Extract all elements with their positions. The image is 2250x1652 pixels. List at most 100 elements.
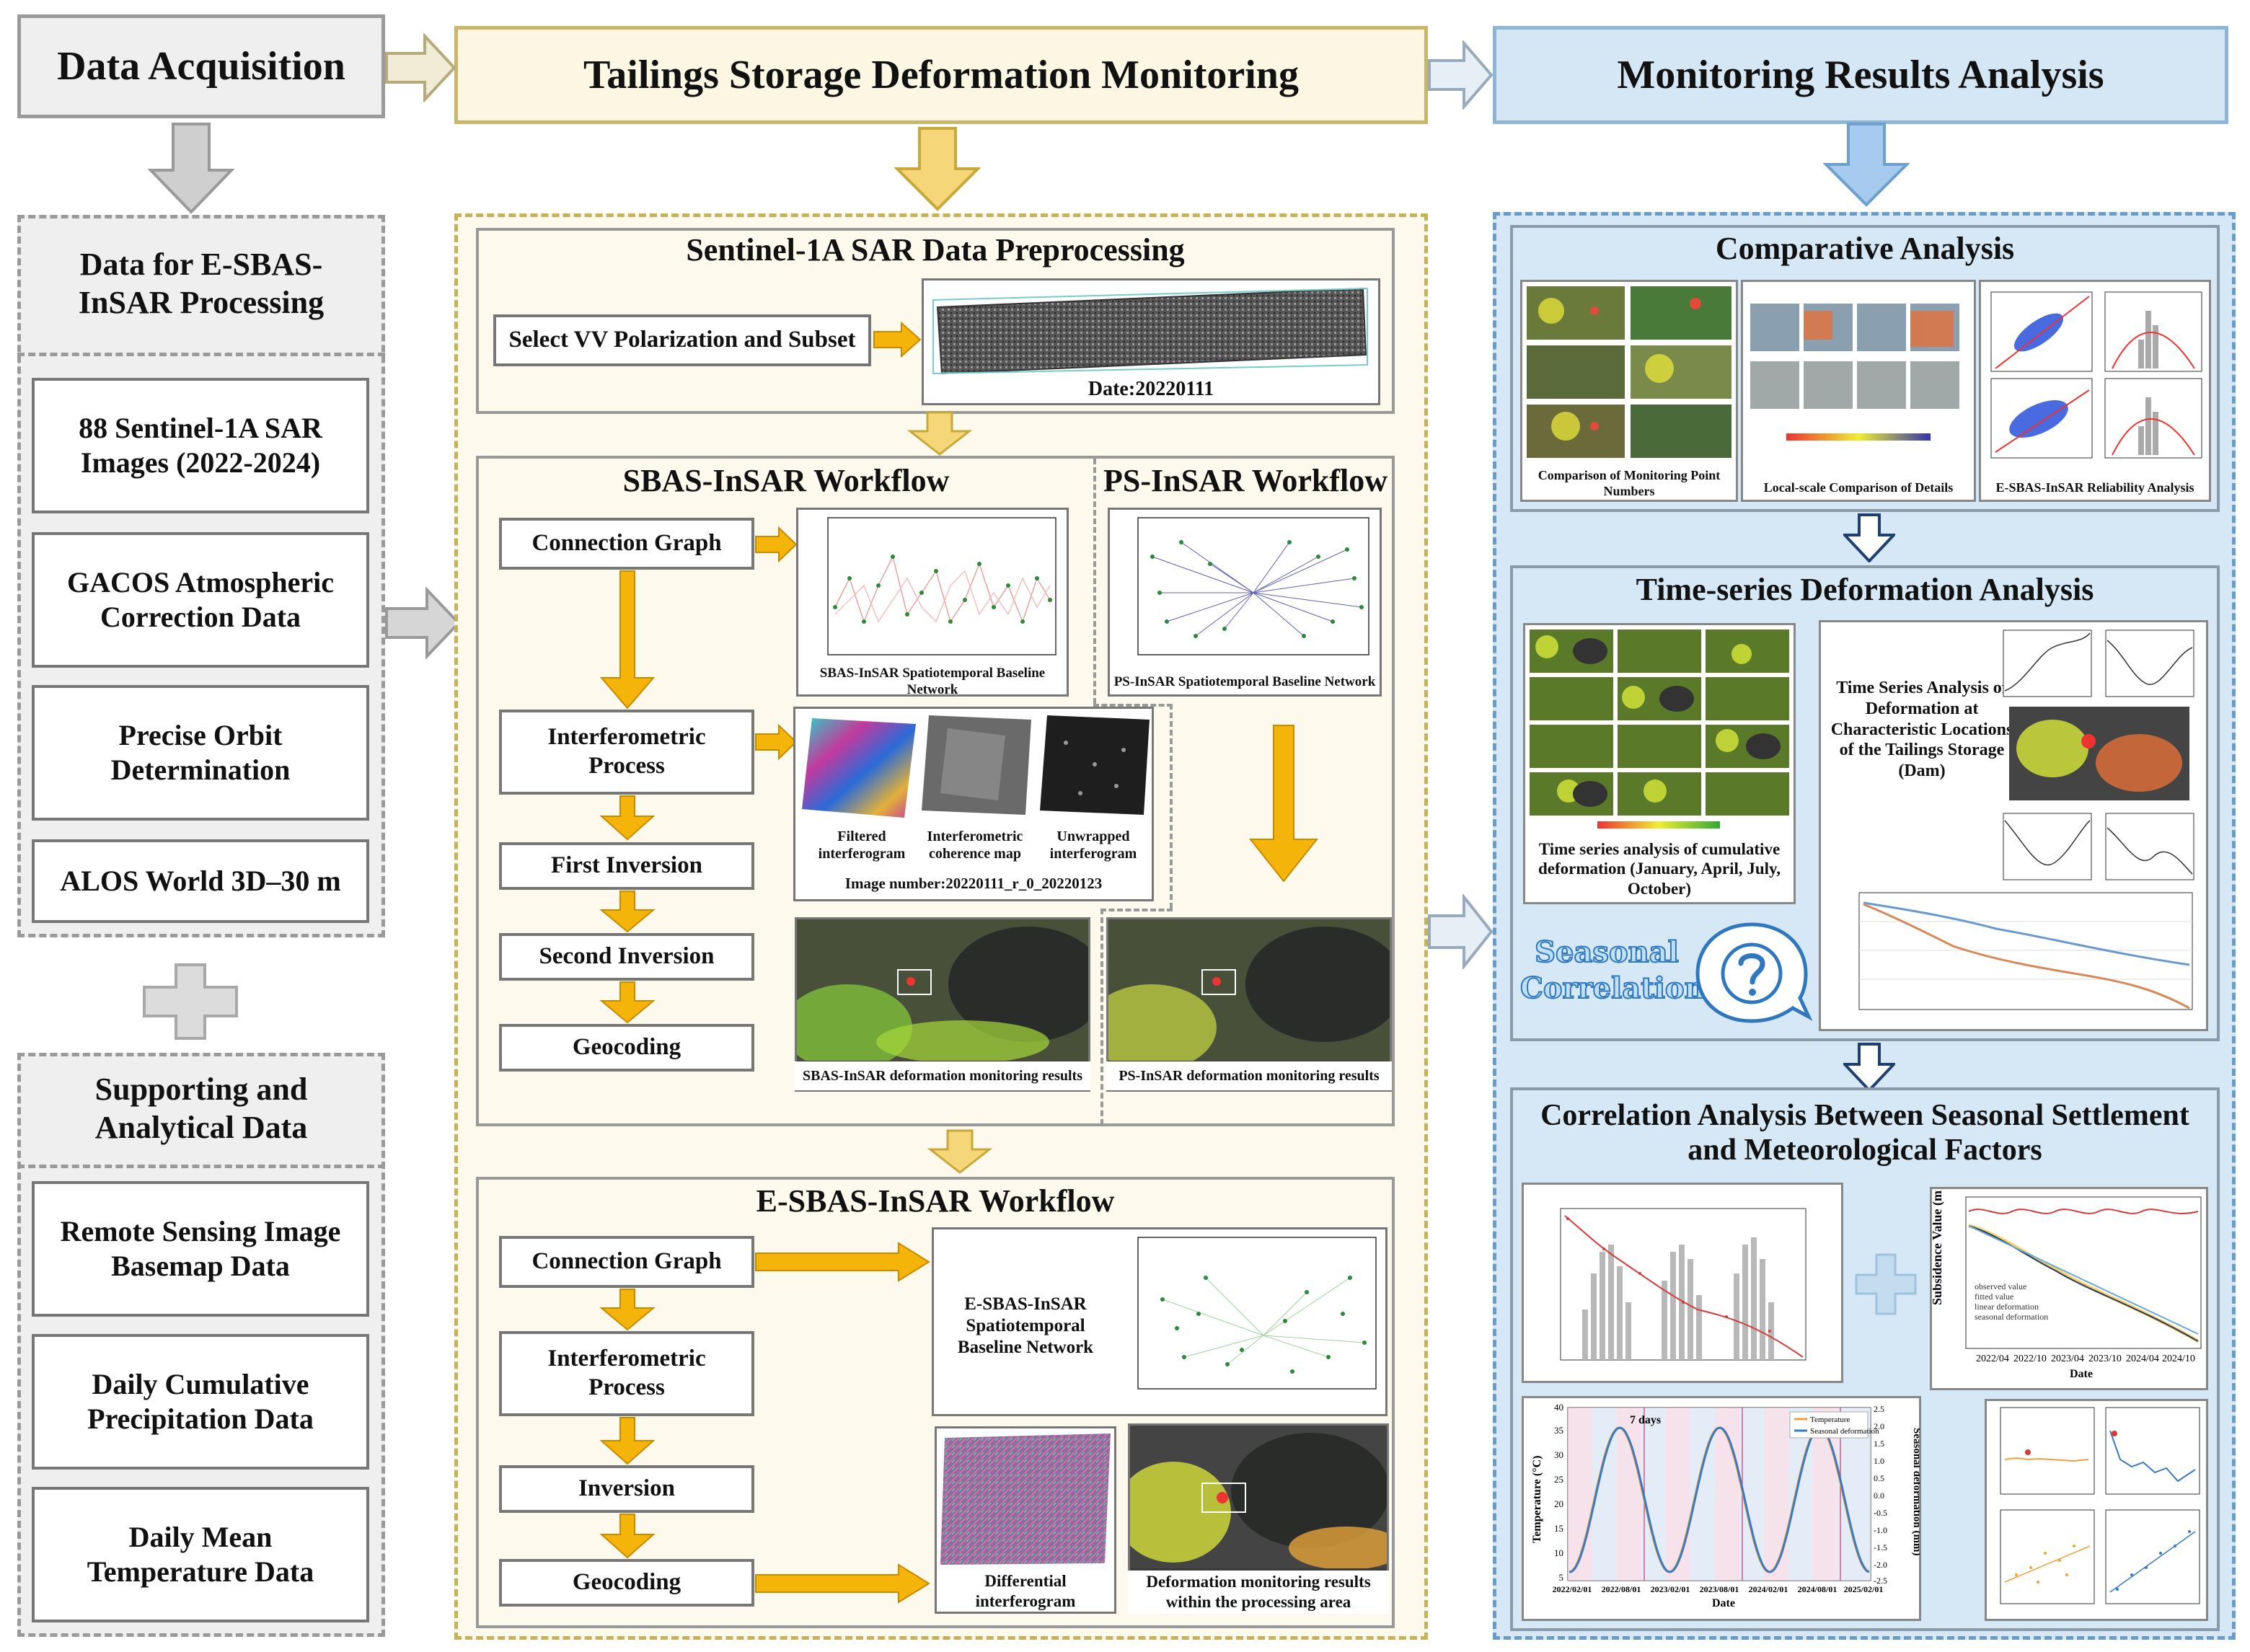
deformation-ytick: 0.5	[1874, 1473, 1884, 1483]
temp-ytick: 20	[1554, 1498, 1563, 1509]
subsidence-fit-plot: Subsidence Value (mm) observed value fit…	[1933, 1190, 2202, 1380]
ps-baseline-caption: PS-InSAR Spatiotemporal Baseline Network	[1113, 673, 1376, 689]
deformation-ytick: -1.0	[1874, 1525, 1887, 1535]
diff-ifg-caption: Differential interferogram	[975, 1572, 1076, 1610]
diff-interferogram-image	[940, 1434, 1111, 1565]
sar-date-caption: Date:20220111	[1088, 378, 1214, 401]
temp-xtick: 2022/02/01	[1553, 1584, 1592, 1594]
characteristic-label: Time Series Analysis of Deformation at C…	[1830, 679, 2013, 781]
comparative-fig-3	[1979, 280, 2211, 502]
sbas-step-label: First Inversion	[551, 852, 702, 879]
question-bubble-icon	[1695, 922, 1813, 1023]
down-arrow-icon	[1248, 725, 1319, 883]
preprocessing-step: Select VV Polarization and Subset	[493, 314, 871, 366]
sbas-step-first-inversion: First Inversion	[499, 842, 754, 890]
down-arrow-icon	[599, 1514, 656, 1559]
esbas-step-label: Geocoding	[572, 1569, 681, 1596]
reliability-plots-image	[1990, 291, 2202, 459]
lag-label: 7 days	[1630, 1414, 1661, 1426]
temp-y2label: Seasonal deformation (mm)	[1911, 1428, 1920, 1555]
data-item-label: Daily Mean Temperature Data	[87, 1521, 314, 1588]
temp-ytick: 15	[1554, 1523, 1563, 1534]
sbas-step-geocoding: Geocoding	[499, 1024, 754, 1072]
sbas-step-label: Second Inversion	[539, 943, 715, 970]
sbas-step-label: Geocoding	[572, 1034, 681, 1061]
subsidence-fit-xtick-4: 2024/04	[2126, 1353, 2159, 1364]
esbas-baseline-label: E-SBAS-InSAR Spatiotemporal Baseline Net…	[957, 1294, 1094, 1357]
subsidence-fit-xtick-5: 2024/10	[2162, 1353, 2195, 1364]
comparative-fig-2	[1741, 280, 1976, 502]
down-arrow-icon	[599, 1289, 656, 1331]
esbas-data-title: Data for E-SBAS-InSAR Processing	[17, 215, 385, 356]
characteristic-plots	[2003, 630, 2194, 880]
temp-ylabel: Temperature (°C)	[1531, 1456, 1543, 1543]
step-arrow-icon	[873, 322, 922, 358]
temp-ytick: 35	[1554, 1425, 1563, 1436]
cumulative-maps-image	[1530, 630, 1789, 829]
subsidence-fit-legend-0: observed value	[1975, 1281, 2026, 1291]
right-arrow-icon	[1428, 894, 1494, 969]
temp-ytick: 40	[1554, 1402, 1563, 1413]
subsidence-fit-legend-3: seasonal deformation	[1975, 1312, 2048, 1322]
step-arrow-icon	[755, 1563, 930, 1604]
subsidence-fit-legend-2: linear deformation	[1975, 1302, 2039, 1312]
ps-baseline-plot	[1137, 517, 1369, 655]
esbas-result-map	[1130, 1426, 1387, 1568]
header-deformation-monitoring: Tailings Storage Deformation Monitoring	[454, 26, 1428, 124]
lag-correlation-plots	[2000, 1407, 2200, 1604]
sbas-step-second-inversion: Second Inversion	[499, 933, 754, 981]
plus-icon	[1855, 1253, 1917, 1315]
ifg-caption-coherence: Interferometric coherence map	[927, 829, 1023, 862]
comparison-maps-image	[1527, 286, 1731, 458]
timeseries-title: Time-series Deformation Analysis	[1636, 571, 2094, 607]
ps-divider	[1093, 704, 1173, 707]
subsidence-fit-legend-1: fitted value	[1975, 1291, 2013, 1302]
deformation-ytick: -2.0	[1874, 1560, 1887, 1570]
data-item-label: GACOS Atmospheric Correction Data	[67, 566, 334, 633]
data-item-temperature: Daily Mean Temperature Data	[32, 1487, 369, 1622]
ifg-caption-unwrapped: Unwrapped interferogram	[1049, 829, 1137, 862]
esbas-step-inversion: Inversion	[499, 1465, 754, 1513]
temp-xtick: 2024/02/01	[1749, 1584, 1788, 1594]
correlation-title: Correlation Analysis Between Seasonal Se…	[1540, 1098, 2189, 1167]
preprocessing-step-label: Select VV Polarization and Subset	[508, 327, 856, 353]
temp-legend-0: Temperature	[1810, 1415, 1850, 1424]
precip-deformation-plot	[1560, 1208, 1806, 1361]
esbas-step-connection-graph: Connection Graph	[499, 1236, 754, 1288]
deformation-ytick: -1.5	[1874, 1542, 1887, 1552]
temp-xtick: 2025/02/01	[1844, 1584, 1884, 1594]
step-arrow-icon	[755, 724, 798, 760]
ps-divider	[1100, 909, 1173, 911]
ps-result-map	[1108, 919, 1390, 1061]
header-results-analysis: Monitoring Results Analysis	[1493, 26, 2228, 124]
preprocessing-title: Sentinel-1A SAR Data Preprocessing	[686, 231, 1185, 268]
ps-divider	[1093, 459, 1096, 704]
comparative-title: Comparative Analysis	[1715, 230, 2015, 266]
esbas-step-label: Inversion	[578, 1475, 675, 1502]
down-arrow-icon	[1843, 513, 1895, 562]
sbas-step-connection-graph: Connection Graph	[499, 518, 754, 570]
unwrapped-interferogram-image	[1040, 715, 1150, 815]
down-arrow-icon	[599, 981, 656, 1024]
data-item-basemap: Remote Sensing Image Basemap Data	[32, 1181, 369, 1317]
temp-xtick: 2023/08/01	[1700, 1584, 1739, 1594]
down-arrow-icon	[1843, 1043, 1895, 1092]
esbas-step-interferometric: Interferometric Process	[499, 1331, 754, 1416]
ps-title: PS-InSAR Workflow	[1103, 462, 1388, 498]
temp-ytick: 25	[1554, 1474, 1563, 1485]
data-item-label: 88 Sentinel-1A SAR Images (2022-2024)	[79, 412, 322, 479]
supporting-data-title-text: Supporting and Analytical Data	[94, 1071, 308, 1145]
header-results-analysis-label: Monitoring Results Analysis	[1617, 53, 2104, 97]
sar-strip-image	[932, 287, 1368, 375]
ps-result-caption: PS-InSAR deformation monitoring results	[1106, 1061, 1392, 1090]
esbas-step-label: Interferometric Process	[547, 1346, 706, 1400]
data-item-sentinel-images: 88 Sentinel-1A SAR Images (2022-2024)	[32, 378, 369, 513]
plus-icon	[143, 963, 238, 1040]
deformation-ytick: 2.0	[1874, 1421, 1884, 1431]
esbas-result-caption: Deformation monitoring results within th…	[1128, 1571, 1389, 1614]
down-arrow-icon	[148, 123, 234, 214]
subsidence-fit-ylabel: Subsidence Value (mm)	[1933, 1190, 1945, 1305]
data-item-label: ALOS World 3D–30 m	[60, 865, 341, 897]
subsidence-fit-xlabel: Date	[2070, 1368, 2093, 1380]
subsidence-fit-xtick-2: 2023/04	[2051, 1353, 2084, 1364]
